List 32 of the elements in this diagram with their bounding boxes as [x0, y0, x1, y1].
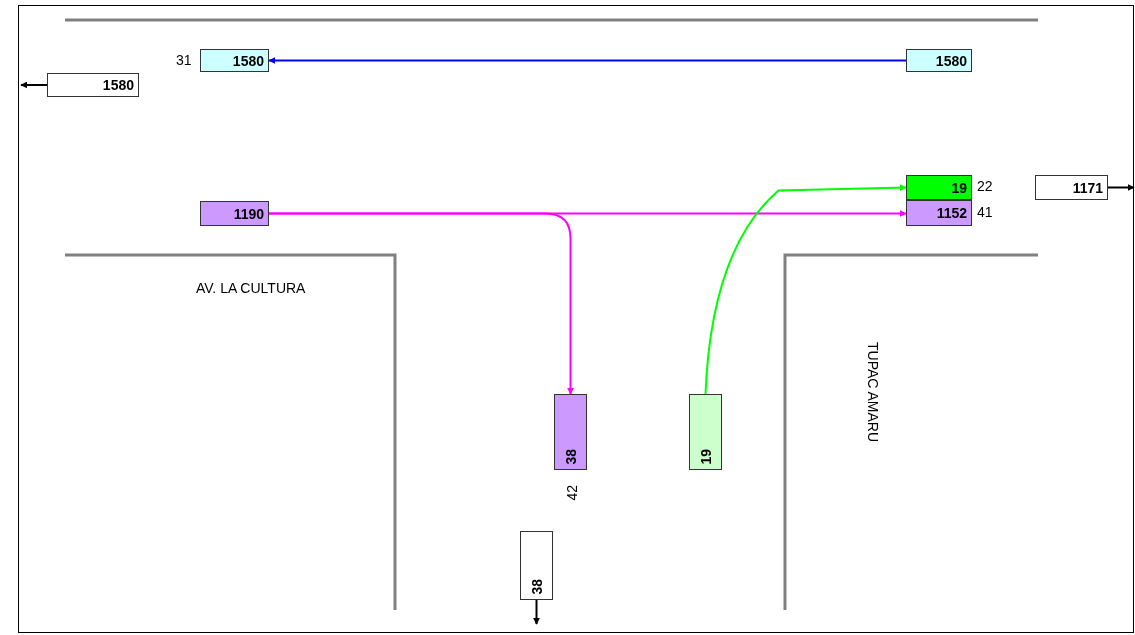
street-name: TUPAC AMARU: [866, 342, 880, 443]
count-box: [689, 394, 722, 470]
count-value: 1580: [102, 78, 134, 92]
arrow: [533, 599, 540, 625]
count-box: [520, 531, 553, 600]
count-value: 1171: [1072, 180, 1103, 195]
count-label: 41: [977, 205, 993, 219]
count-value: 38: [529, 579, 544, 595]
count-box: [554, 394, 587, 470]
count-box: [906, 175, 972, 200]
count-box: [200, 201, 269, 226]
street-name: AV. LA CULTURA: [196, 281, 306, 295]
count-value: 1190: [233, 206, 264, 221]
arrow: [20, 81, 48, 89]
count-box: [47, 73, 139, 97]
arrow: [704, 184, 907, 395]
count-box: [906, 49, 972, 72]
count-value: 1152: [936, 206, 967, 220]
count-value: 19: [951, 180, 967, 195]
count-value: 19: [698, 449, 713, 465]
count-label: 31: [176, 53, 192, 67]
count-label: 22: [977, 179, 993, 193]
arrow: [268, 212, 574, 395]
count-value: 38: [563, 449, 578, 465]
arrow: [268, 57, 907, 64]
arrow: [1107, 184, 1135, 191]
count-value: 1580: [232, 53, 264, 68]
count-box: [1035, 175, 1108, 200]
count-box: [906, 200, 972, 226]
count-box: [200, 49, 269, 72]
count-value: 1580: [935, 53, 967, 68]
count-label: 42: [565, 485, 579, 501]
